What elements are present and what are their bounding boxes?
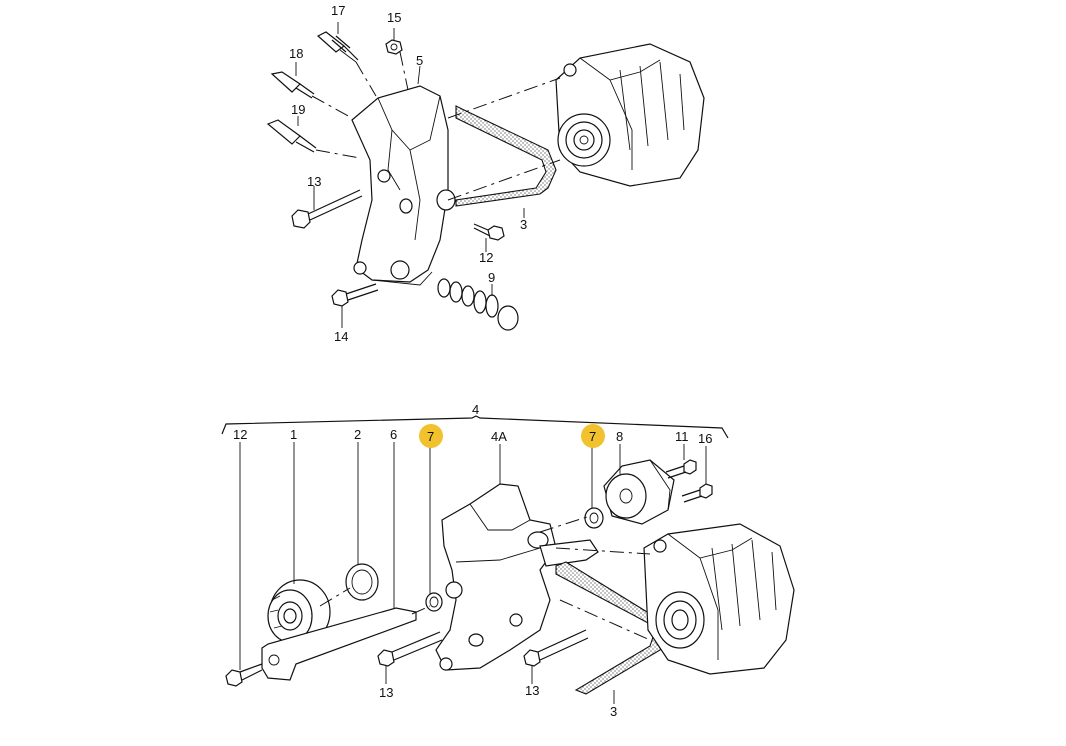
- damper-part-8: [603, 459, 675, 525]
- tension-arm-part-6: [261, 607, 417, 681]
- label-17: 17: [331, 3, 345, 18]
- bracket-part-5: [351, 85, 456, 286]
- dust-cap-part-2: [345, 563, 379, 601]
- label-15: 15: [387, 10, 401, 25]
- highlight-marker-7-left: [419, 424, 443, 448]
- bolt-part-13-lower-left: [377, 631, 443, 667]
- label-12-lower: 12: [233, 427, 247, 442]
- label-11: 11: [675, 429, 689, 444]
- label-18: 18: [289, 46, 303, 61]
- label-9: 9: [488, 270, 495, 285]
- bolt-part-14: [331, 283, 379, 307]
- bolt-part-13-lower-right: [523, 629, 589, 667]
- spring-part-9: [437, 278, 519, 331]
- label-6: 6: [390, 427, 397, 442]
- bolt-part-13-upper: [291, 189, 363, 229]
- label-19: 19: [291, 102, 305, 117]
- label-13-lower-right: 13: [525, 683, 539, 698]
- stud-part-18: [270, 71, 315, 99]
- label-3-upper: 3: [520, 217, 527, 232]
- bushing-part-7-right: [584, 507, 604, 529]
- label-13-lower-left: 13: [379, 685, 393, 700]
- belt-part-3-lower: [555, 561, 665, 695]
- belt-part-3-upper: [455, 105, 557, 207]
- bolt-part-11: [665, 459, 697, 479]
- bracket-part-4A: [435, 483, 599, 671]
- label-3-lower: 3: [610, 704, 617, 719]
- lower-leaders: [239, 442, 707, 704]
- stud-part-19: [266, 119, 317, 153]
- upper-leaders: [295, 22, 525, 328]
- lower-assembly: 4 12 1 2 6 7 4A 7 8 11 16 13 13 3: [221, 402, 795, 719]
- group-brace-4: [221, 415, 729, 439]
- bolt-part-12-upper: [473, 223, 505, 241]
- highlight-marker-7-right: [581, 424, 605, 448]
- label-16: 16: [698, 431, 712, 446]
- alternator-upper: [555, 43, 705, 187]
- label-1: 1: [290, 427, 297, 442]
- alternator-lower: [643, 523, 795, 675]
- tension-pulley-part-1: [267, 579, 331, 645]
- label-13-upper: 13: [307, 174, 321, 189]
- label-4: 4: [472, 402, 479, 417]
- bolt-part-16: [681, 483, 713, 503]
- nut-part-15: [385, 39, 403, 55]
- label-7-right: 7: [589, 429, 596, 444]
- label-5: 5: [416, 53, 423, 68]
- bolt-part-12-lower: [225, 663, 263, 687]
- label-4A: 4A: [491, 429, 507, 444]
- label-7-left: 7: [427, 429, 434, 444]
- stud-part-17: [316, 31, 359, 63]
- upper-dash-lines: [311, 51, 561, 201]
- bushing-part-7-left: [425, 592, 443, 612]
- upper-assembly: 17 15 5 18 19 13 3 12 9 14: [266, 3, 705, 344]
- label-2: 2: [354, 427, 361, 442]
- label-8: 8: [616, 429, 623, 444]
- lower-dash-lines: [319, 515, 651, 641]
- label-12-upper: 12: [479, 250, 493, 265]
- label-14: 14: [334, 329, 348, 344]
